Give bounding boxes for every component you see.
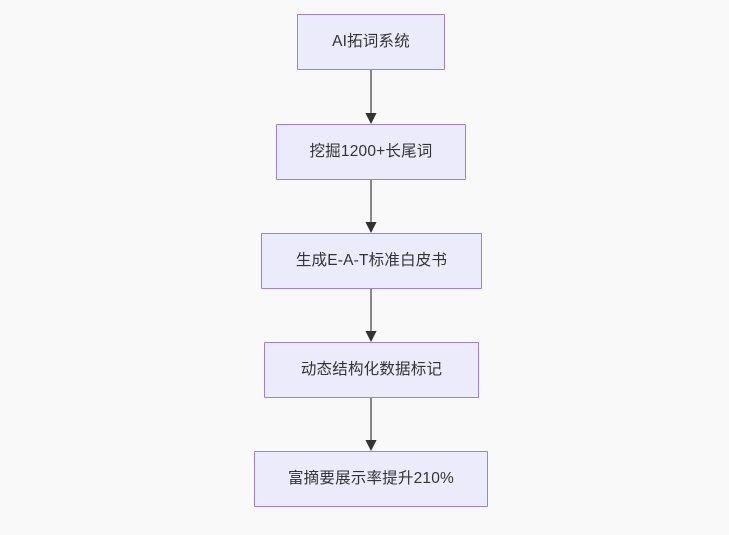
flow-node-1[interactable]: AI拓词系统 — [297, 14, 445, 70]
flow-edge-2-3 — [359, 180, 383, 233]
flow-node-5[interactable]: 富摘要展示率提升210% — [254, 451, 488, 507]
flow-node-1-label: AI拓词系统 — [332, 33, 410, 51]
flow-node-4[interactable]: 动态结构化数据标记 — [264, 342, 479, 398]
flow-node-3-label: 生成E-A-T标准白皮书 — [295, 252, 448, 270]
flow-edge-1-2 — [359, 70, 383, 124]
flow-edge-3-4 — [359, 289, 383, 342]
flow-node-5-label: 富摘要展示率提升210% — [287, 470, 455, 488]
flow-node-2[interactable]: 挖掘1200+长尾词 — [276, 124, 466, 180]
flow-node-4-label: 动态结构化数据标记 — [300, 361, 443, 379]
flow-edge-4-5 — [359, 398, 383, 451]
flow-node-2-label: 挖掘1200+长尾词 — [309, 143, 433, 161]
flow-node-3[interactable]: 生成E-A-T标准白皮书 — [261, 233, 482, 289]
